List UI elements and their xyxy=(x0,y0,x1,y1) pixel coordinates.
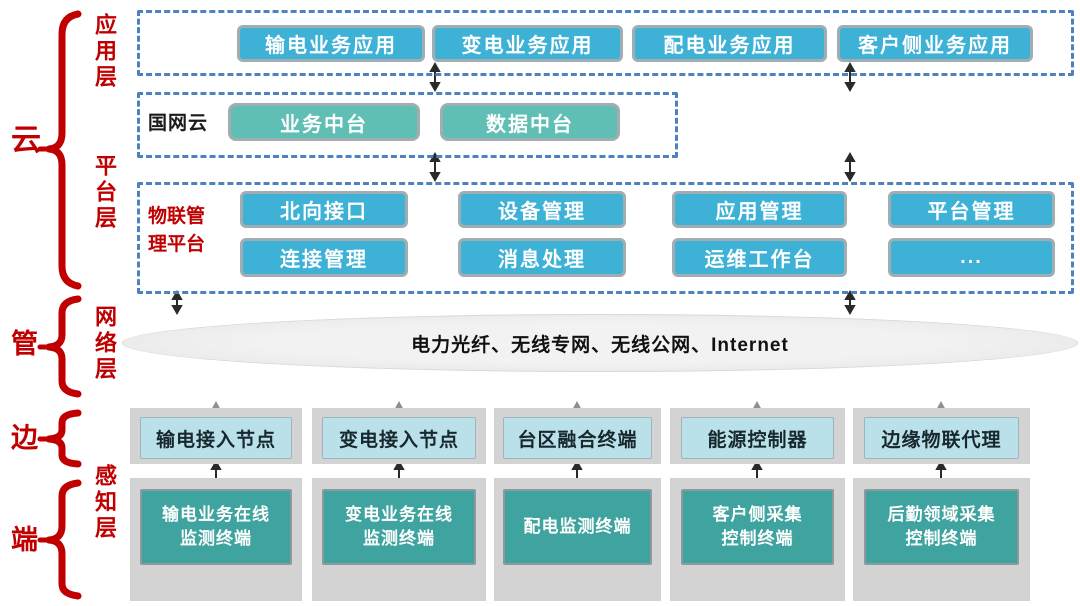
iot-module-device-mgmt: 设备管理 xyxy=(458,191,626,228)
terminal-substation-monitor: 变电业务在线 监测终端 xyxy=(322,489,476,565)
cloud-platform-label: 国网云 xyxy=(148,113,209,134)
cloud-bracket xyxy=(45,10,82,290)
iot-module-connection-mgmt: 连接管理 xyxy=(240,238,408,277)
terminal-logistics-collection: 后勤领域采集 控制终端 xyxy=(864,489,1019,565)
app-box-customer: 客户侧业务应用 xyxy=(837,25,1033,62)
iot-module-platform-mgmt: 平台管理 xyxy=(888,191,1055,228)
terminal-line: 变电业务在线 xyxy=(345,505,453,525)
iot-module-ops-workbench: 运维工作台 xyxy=(672,238,847,277)
cloud-platform-frame xyxy=(137,92,678,158)
label-application-layer: 应用层 xyxy=(92,13,117,91)
tag-edge: 边 xyxy=(11,423,38,453)
tag-pipe: 管 xyxy=(11,329,38,359)
tag-device: 端 xyxy=(11,525,38,555)
edge-node-transmission: 输电接入节点 xyxy=(140,417,292,459)
iot-platform-label: 物联管理平台 xyxy=(148,206,206,255)
arrow-iotbox-network-left xyxy=(171,289,183,316)
terminal-line: 后勤领域采集 xyxy=(887,505,996,525)
tag-cloud: 云 xyxy=(11,124,41,157)
terminal-line: 监测终端 xyxy=(363,529,435,548)
app-box-substation: 变电业务应用 xyxy=(432,25,623,62)
edge-node-station-fusion: 台区融合终端 xyxy=(503,417,652,459)
iot-module-app-mgmt: 应用管理 xyxy=(672,191,847,228)
network-channel-ellipse: 电力光纤、无线专网、无线公网、Internet xyxy=(122,314,1078,372)
iot-module-message-processing: 消息处理 xyxy=(458,238,626,277)
app-box-distribution: 配电业务应用 xyxy=(632,25,827,62)
edge-node-iot-agent: 边缘物联代理 xyxy=(864,417,1019,459)
edge-bracket xyxy=(45,409,82,468)
terminal-line: 控制终端 xyxy=(721,529,794,548)
application-layer-frame xyxy=(137,10,1074,76)
middle-platform-data: 数据中台 xyxy=(440,103,620,141)
arrow-cloudbox-iotbox-right xyxy=(844,151,856,183)
terminal-transmission-monitor: 输电业务在线 监测终端 xyxy=(140,489,292,565)
terminal-line: 输电业务在线 xyxy=(162,505,270,525)
label-platform-layer: 平台层 xyxy=(92,154,117,232)
terminal-line: 客户侧采集 xyxy=(712,505,803,525)
label-perception-layer: 感知层 xyxy=(92,464,117,542)
pipe-bracket xyxy=(45,295,82,398)
iot-module-more: ... xyxy=(888,238,1055,277)
terminal-distribution-monitor: 配电监测终端 xyxy=(503,489,652,565)
terminal-customer-collection: 客户侧采集 控制终端 xyxy=(681,489,834,565)
edge-node-energy-controller: 能源控制器 xyxy=(681,417,834,459)
device-bracket xyxy=(45,479,82,600)
terminal-line: 配电监测终端 xyxy=(523,517,632,537)
edge-node-substation: 变电接入节点 xyxy=(322,417,476,459)
middle-platform-business: 业务中台 xyxy=(228,103,420,141)
iot-platform-frame xyxy=(137,182,1074,294)
terminal-line: 控制终端 xyxy=(905,529,978,548)
arrow-iotbox-network-right xyxy=(844,289,856,316)
app-box-transmission: 输电业务应用 xyxy=(237,25,425,62)
label-network-layer: 网络层 xyxy=(92,305,117,383)
iot-module-north-interface: 北向接口 xyxy=(240,191,408,228)
terminal-line: 监测终端 xyxy=(180,529,252,548)
